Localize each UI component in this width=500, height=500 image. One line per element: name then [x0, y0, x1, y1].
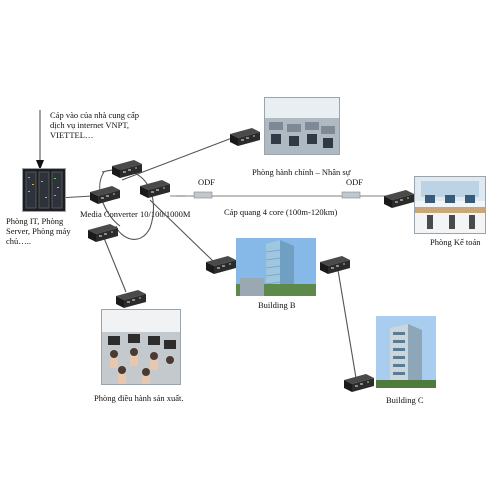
odf-right-box	[341, 191, 361, 199]
building-c-photo	[376, 316, 436, 388]
admin-hr-label: Phòng hành chính – Nhân sự	[252, 167, 351, 177]
accounting-scene-icon	[415, 177, 485, 229]
building-c-icon	[376, 316, 436, 388]
server-room-photo	[22, 168, 66, 212]
cable-hub-to-production	[103, 237, 127, 293]
office-scene-icon	[265, 98, 339, 154]
accounting-label: Phòng Kế toán	[430, 237, 481, 247]
cable-loop	[101, 169, 154, 240]
cable-hub-to-building-b	[149, 199, 215, 263]
cable-hub-to-admin	[121, 137, 233, 181]
server-rack-icon	[25, 171, 63, 209]
server-room-label: Phòng IT, Phòng Server, Phòng máy chủ…..	[6, 216, 71, 246]
isp-note: Cáp vào của nhà cung cấp dịch vụ interne…	[50, 110, 139, 140]
production-label: Phòng điều hành sản xuất.	[94, 393, 184, 403]
odf-left-label: ODF	[198, 177, 216, 187]
building-b-label: Building B	[258, 300, 296, 310]
building-c-label: Building C	[386, 395, 424, 405]
cable-building-b-to-c	[337, 269, 357, 379]
media-converter-label: Media Converter 10/100/1000M	[80, 209, 191, 219]
production-office-photo	[101, 309, 181, 385]
production-scene-icon	[102, 310, 180, 384]
building-b-icon	[236, 238, 316, 296]
arrow-head-isp	[36, 160, 44, 170]
accounting-office-photo	[414, 176, 486, 234]
fiber-cable-label: Cáp quang 4 core (100m-120km)	[224, 207, 338, 217]
odf-left-box	[193, 191, 213, 199]
admin-hr-office-photo	[264, 97, 340, 155]
odf-right-label: ODF	[346, 177, 364, 187]
building-b-photo	[236, 238, 316, 296]
